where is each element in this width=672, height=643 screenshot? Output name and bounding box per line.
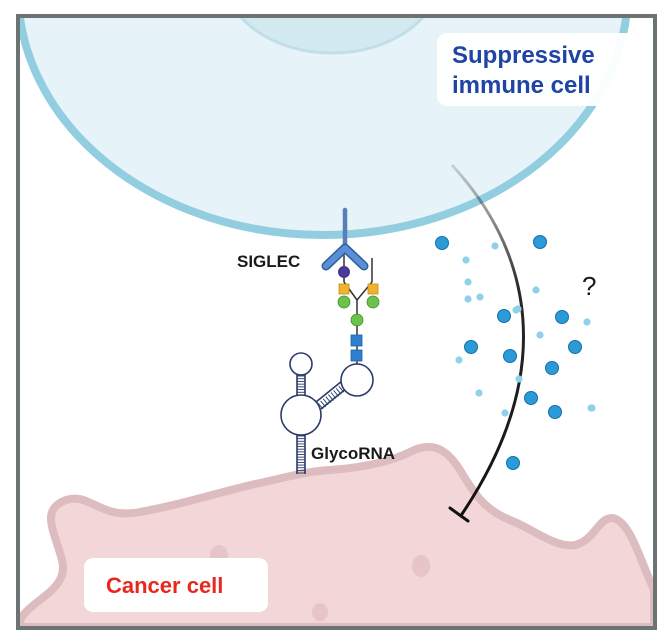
galactose-square: [367, 283, 379, 295]
large-particle: [548, 405, 562, 419]
small-particle: [536, 331, 544, 339]
inhibition-line: [450, 163, 525, 518]
secreted-particles: [435, 235, 596, 470]
small-particle: [491, 242, 499, 250]
galactose-square: [338, 283, 350, 295]
glycorna-label: GlycoRNA: [311, 444, 395, 463]
sialic-acid-circle: [338, 266, 350, 278]
large-particle: [568, 340, 582, 354]
rna-loop-upper: [340, 363, 374, 397]
large-particle: [497, 309, 511, 323]
rna-hairpin-loop: [289, 352, 313, 376]
cancer-cell-spot: [412, 555, 430, 577]
glcnac-square: [350, 334, 363, 347]
large-particle: [464, 340, 478, 354]
question-mark: ?: [582, 271, 596, 301]
large-particle: [524, 391, 538, 405]
small-particle: [464, 278, 472, 286]
cancer-cell-label-box: [84, 558, 268, 612]
small-particle: [515, 375, 523, 383]
glycan-chain: [337, 243, 380, 364]
mannose-circle: [337, 295, 351, 309]
small-particle: [501, 409, 509, 417]
rna-loop-main: [280, 394, 322, 436]
mannose-circle: [350, 313, 364, 327]
large-particle: [435, 236, 449, 250]
mannose-circle: [366, 295, 380, 309]
immune-cell-label-box: [437, 33, 642, 106]
cancer-cell-label: Cancer cell: [84, 558, 268, 612]
siglec-label: SIGLEC: [237, 252, 300, 271]
small-particle: [476, 293, 484, 301]
small-particle: [587, 404, 595, 412]
small-particle: [514, 305, 522, 313]
rna-stem-diagonal: [315, 380, 350, 410]
large-particle: [506, 456, 520, 470]
immune-cell-nucleus: [239, 17, 425, 55]
small-particle: [475, 389, 483, 397]
immune-cell-label: Suppressive immune cell: [437, 33, 642, 106]
glycorna-structure: [280, 352, 374, 474]
siglec-receptor: [321, 207, 369, 271]
rna-stem-top: [296, 374, 306, 396]
cancer-cell-label-text: Cancer cell: [106, 573, 223, 598]
glcnac-square: [350, 349, 363, 362]
small-particle: [455, 356, 463, 364]
inhibition-arrow: [448, 163, 525, 523]
immune-cell-label-line2: immune cell: [452, 72, 591, 99]
small-particle: [583, 318, 591, 326]
inhibition-bar: [448, 506, 470, 523]
large-particle: [545, 361, 559, 375]
small-particle: [532, 286, 540, 294]
small-particle: [462, 256, 470, 264]
large-particle: [533, 235, 547, 249]
figure-frame: [16, 14, 657, 630]
cancer-cell-spot: [312, 603, 328, 621]
large-particle: [555, 310, 569, 324]
rna-stem-bottom: [296, 434, 306, 474]
immune-cell-label-line1: Suppressive: [452, 42, 595, 69]
large-particle: [503, 349, 517, 363]
small-particle: [464, 295, 472, 303]
